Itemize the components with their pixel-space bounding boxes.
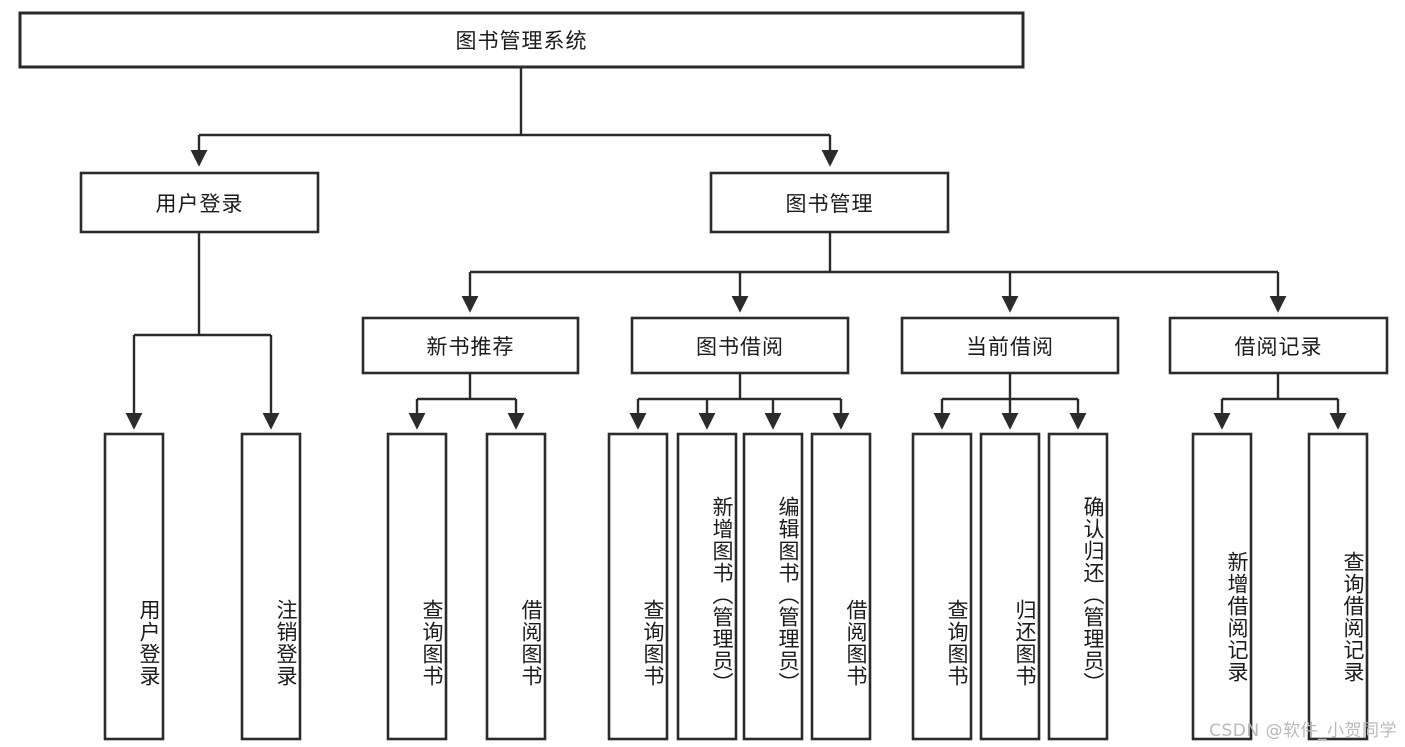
leaf-box-book-borrow-1[interactable] xyxy=(607,432,669,741)
leaf-box-current-borrow-2[interactable] xyxy=(979,432,1041,741)
node-user-login-box[interactable] xyxy=(79,171,320,234)
leaf-box-book-borrow-2[interactable] xyxy=(676,432,738,741)
leaf-box-user-login-1[interactable] xyxy=(103,432,165,741)
node-new-book-box[interactable] xyxy=(361,316,580,375)
leaf-box-book-borrow-4[interactable] xyxy=(810,432,872,741)
leaf-box-user-login-2[interactable] xyxy=(240,432,302,741)
leaf-box-book-borrow-3[interactable] xyxy=(742,432,804,741)
node-root-box[interactable] xyxy=(18,11,1025,69)
watermark-text: CSDN @软件_小贺同学 xyxy=(1209,721,1397,741)
node-book-mgmt-box[interactable] xyxy=(709,171,950,234)
leaf-box-borrow-record-1[interactable] xyxy=(1191,432,1253,741)
leaf-box-new-book-2[interactable] xyxy=(485,432,547,741)
leaf-box-new-book-1[interactable] xyxy=(386,432,448,741)
node-book-borrow-box[interactable] xyxy=(630,316,850,375)
leaf-box-borrow-record-2[interactable] xyxy=(1307,432,1369,741)
node-borrow-record-box[interactable] xyxy=(1168,316,1389,375)
node-current-borrow-box[interactable] xyxy=(900,316,1120,375)
leaf-box-current-borrow-1[interactable] xyxy=(911,432,973,741)
leaf-box-current-borrow-3[interactable] xyxy=(1047,432,1109,741)
